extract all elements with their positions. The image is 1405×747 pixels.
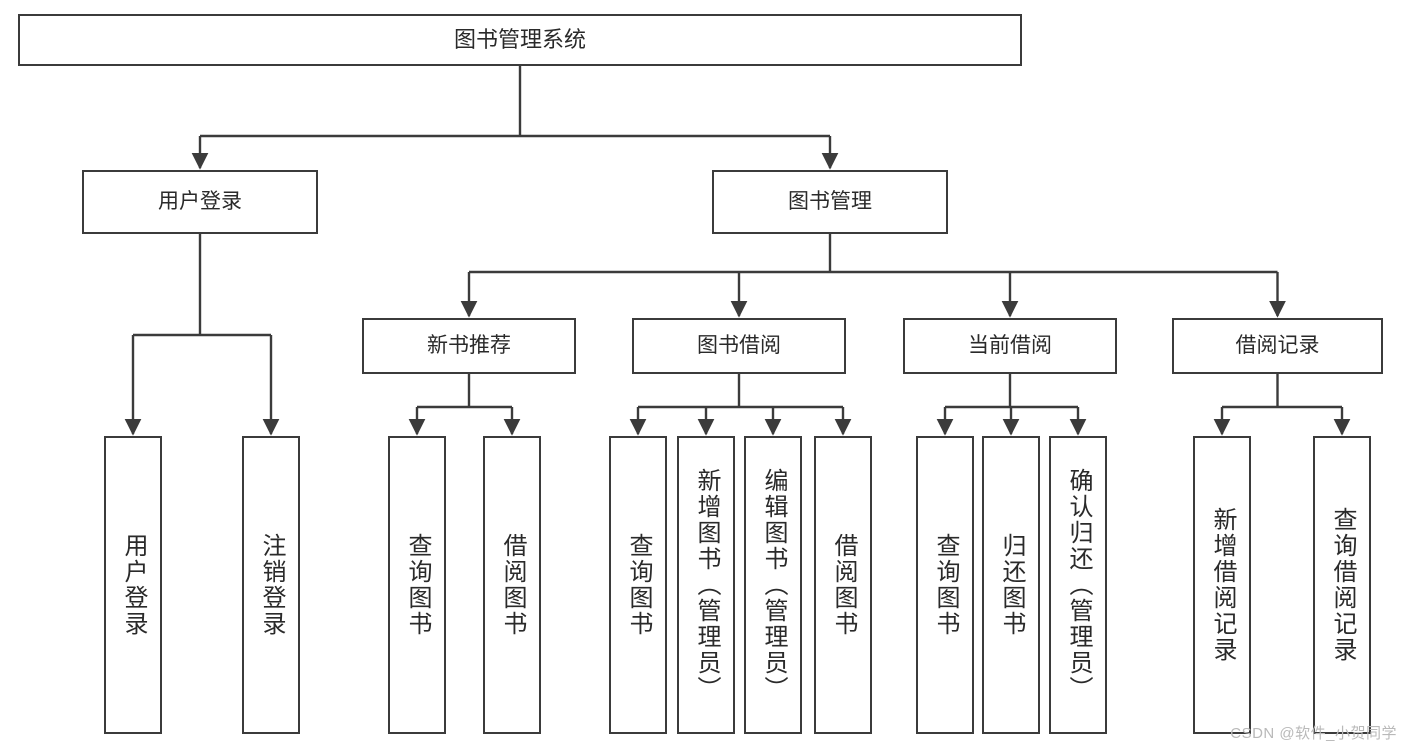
node-label: 借阅图书 [830, 533, 857, 637]
node-label: 当前借阅 [968, 334, 1052, 358]
node-leaf-query-borrow-record[interactable]: 查询借阅记录 [1313, 436, 1371, 734]
node-label: 图书管理系统 [453, 26, 586, 52]
node-leaf-logout[interactable]: 注销登录 [242, 436, 300, 734]
node-borrowing-record[interactable]: 借阅记录 [1172, 318, 1383, 374]
node-label: 编辑图书（管理员） [760, 468, 787, 702]
node-leaf-query-book-a[interactable]: 查询图书 [388, 436, 446, 734]
node-leaf-confirm-return[interactable]: 确认归还（管理员） [1049, 436, 1107, 734]
node-current-borrowing[interactable]: 当前借阅 [903, 318, 1117, 374]
node-label: 查询图书 [932, 533, 959, 637]
node-new-book-recommendation[interactable]: 新书推荐 [362, 318, 576, 374]
node-user-login[interactable]: 用户登录 [82, 170, 318, 234]
node-label: 查询图书 [625, 533, 652, 637]
node-label: 用户登录 [158, 190, 242, 214]
node-label: 确认归还（管理员） [1065, 468, 1092, 702]
node-label: 注销登录 [258, 533, 285, 637]
node-book-borrowing[interactable]: 图书借阅 [632, 318, 846, 374]
node-label: 查询借阅记录 [1329, 507, 1356, 663]
watermark: CSDN @软件_小贺同学 [1230, 725, 1397, 742]
node-leaf-user-login[interactable]: 用户登录 [104, 436, 162, 734]
node-label: 借阅记录 [1235, 334, 1320, 358]
node-leaf-borrow-book-a[interactable]: 借阅图书 [483, 436, 541, 734]
node-leaf-return-book[interactable]: 归还图书 [982, 436, 1040, 734]
node-leaf-edit-book[interactable]: 编辑图书（管理员） [744, 436, 802, 734]
node-label: 图书借阅 [697, 334, 781, 358]
node-label: 查询图书 [404, 533, 431, 637]
node-label: 归还图书 [998, 533, 1025, 637]
node-leaf-query-book-c[interactable]: 查询图书 [916, 436, 974, 734]
node-label: 新增图书（管理员） [693, 468, 720, 702]
node-label: 借阅图书 [499, 533, 526, 637]
node-book-management[interactable]: 图书管理 [712, 170, 948, 234]
node-label: 用户登录 [120, 533, 147, 637]
node-leaf-query-book-b[interactable]: 查询图书 [609, 436, 667, 734]
node-root[interactable]: 图书管理系统 [18, 14, 1022, 66]
node-leaf-borrow-book-b[interactable]: 借阅图书 [814, 436, 872, 734]
node-label: 新书推荐 [427, 334, 511, 358]
node-leaf-add-borrow-record[interactable]: 新增借阅记录 [1193, 436, 1251, 734]
node-leaf-add-book[interactable]: 新增图书（管理员） [677, 436, 735, 734]
node-label: 图书管理 [788, 190, 872, 214]
node-label: 新增借阅记录 [1209, 507, 1236, 663]
